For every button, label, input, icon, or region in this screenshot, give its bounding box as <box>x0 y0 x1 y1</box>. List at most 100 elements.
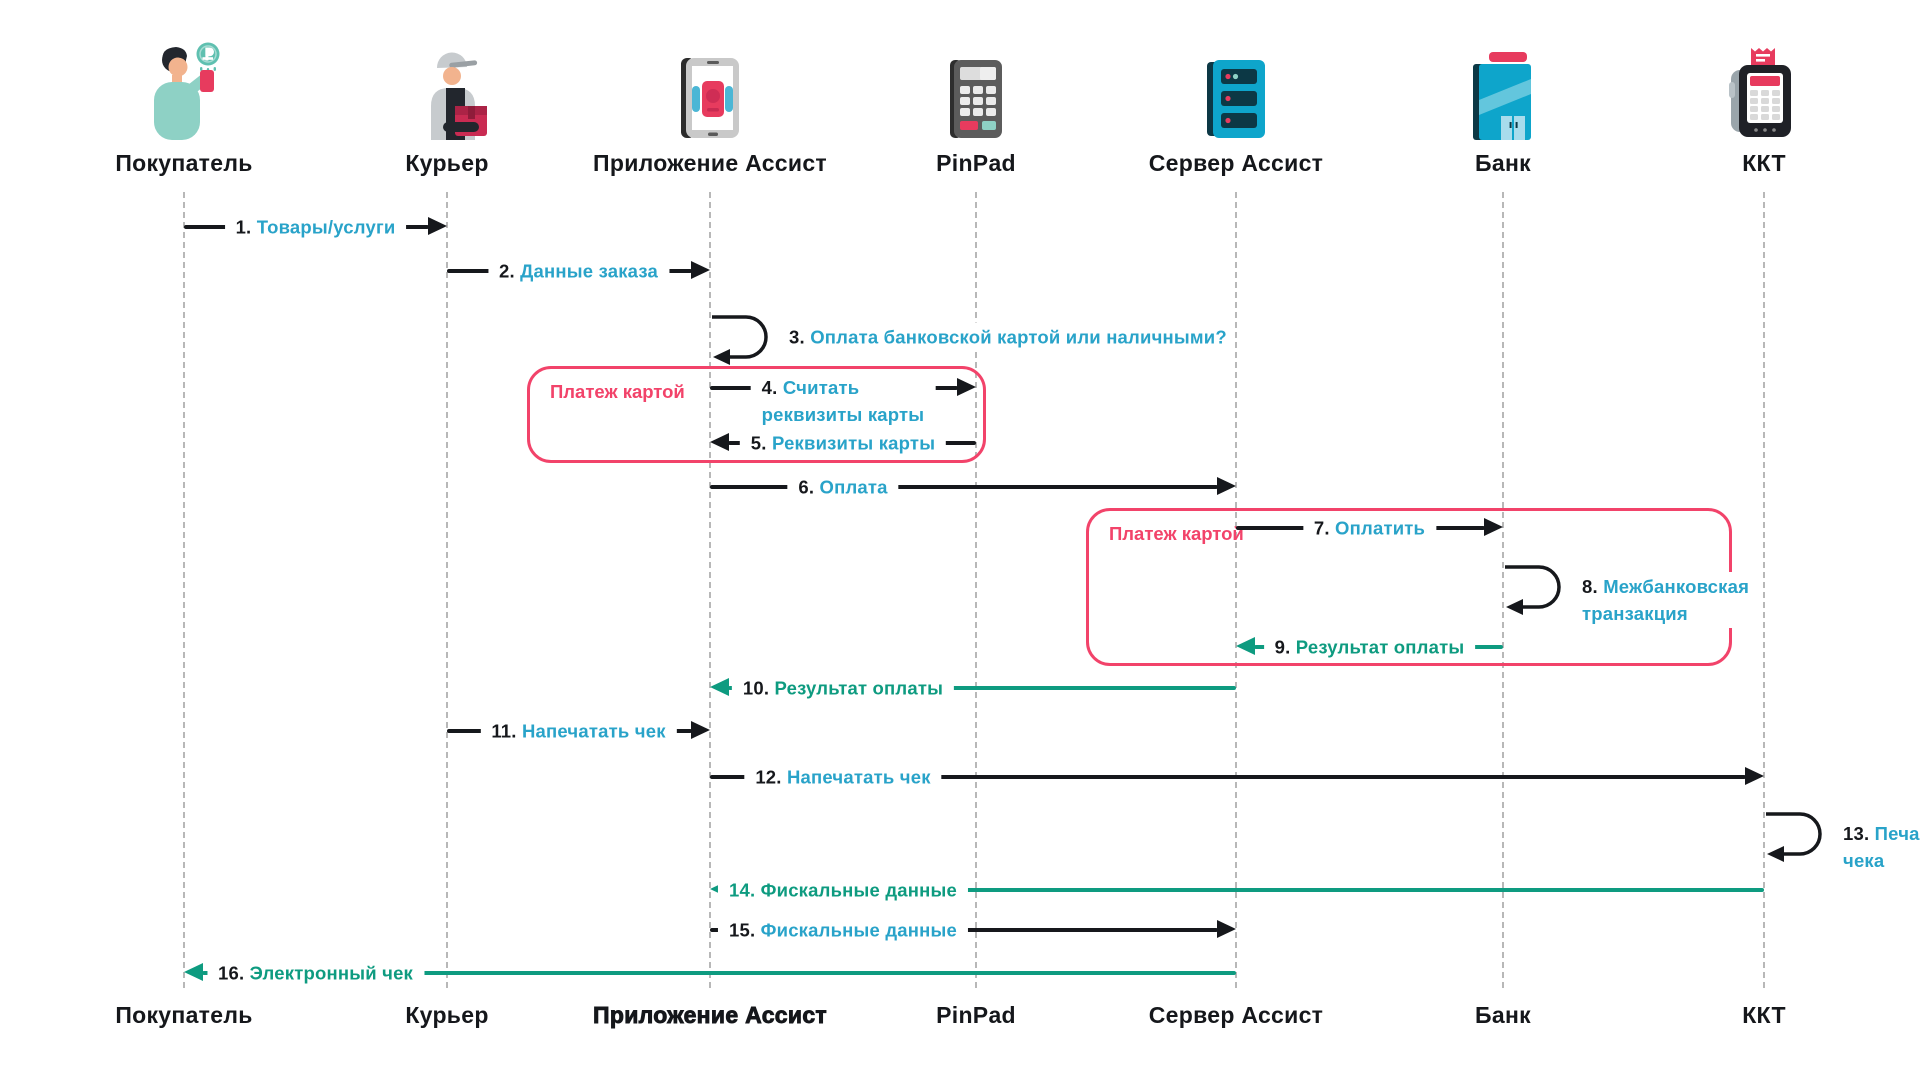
message-line-6 <box>710 485 1218 489</box>
actor-label-bottom-pinpad: PinPad <box>936 1002 1016 1028</box>
lifeline-customer <box>183 192 185 988</box>
pinpad-icon <box>948 58 1004 145</box>
actor-label-bottom-app: Приложение Ассист <box>593 1002 828 1029</box>
message-number: 15. <box>728 919 756 941</box>
arrowhead-5 <box>710 433 729 451</box>
arrowhead-15 <box>1217 920 1236 938</box>
arrowhead-7 <box>1484 518 1503 536</box>
message-line-16 <box>202 971 1236 975</box>
message-number: 11. <box>491 720 517 742</box>
message-label-1: 1. Товары/услуги <box>224 212 407 242</box>
message-label-9: 9. Результат оплаты <box>1263 632 1476 662</box>
actor-label-bottom-customer: Покупатель <box>115 1002 253 1028</box>
message-number: 5. <box>750 432 767 454</box>
actor-label-top-server: Сервер Ассист <box>1148 150 1324 176</box>
message-line-14 <box>728 888 1764 892</box>
arrowhead-12 <box>1745 767 1764 785</box>
actor-label-top-courier: Курьер <box>405 150 489 176</box>
message-number: 8. <box>1582 576 1598 597</box>
message-text: Считать <box>782 377 860 398</box>
message-number: 9. <box>1274 636 1291 658</box>
message-text: транзакция <box>1582 603 1688 624</box>
lifeline-bank <box>1502 192 1504 988</box>
message-text: Данные заказа <box>520 260 659 282</box>
message-text: чека <box>1843 850 1885 871</box>
actor-label-top-pinpad: PinPad <box>936 150 1016 176</box>
arrowhead-9 <box>1236 637 1255 655</box>
message-text: Оплатить <box>1335 517 1426 539</box>
bank-icon <box>1471 52 1535 145</box>
message-number: 10. <box>742 677 770 699</box>
arrowhead-1 <box>428 217 447 235</box>
lifeline-pinpad <box>975 192 977 988</box>
lifeline-courier <box>446 192 448 988</box>
message-number: 13. <box>1843 823 1870 844</box>
courier-icon <box>399 48 495 145</box>
actor-label-bottom-bank: Банк <box>1475 1002 1531 1028</box>
message-label-3: 3. Оплата банковской картой или наличным… <box>784 322 1232 352</box>
message-number: 16. <box>217 962 245 984</box>
message-text: Результат оплаты <box>1295 636 1465 658</box>
message-number: 1. <box>235 216 252 238</box>
message-label-13: 13. Печать чека <box>1838 819 1920 875</box>
message-label-12: 12. Напечатать чек <box>744 762 942 792</box>
message-label-11: 11. Напечатать чек <box>480 716 677 746</box>
message-text: Реквизиты карты <box>771 432 936 454</box>
message-text: Электронный чек <box>249 962 414 984</box>
actor-label-bottom-kkt: ККТ <box>1742 1002 1786 1028</box>
message-label-16: 16. Электронный чек <box>206 958 425 988</box>
lifeline-kkt <box>1763 192 1765 988</box>
actor-label-bottom-courier: Курьер <box>405 1002 489 1028</box>
message-label-15: 15. Фискальные данные <box>717 915 969 945</box>
message-text: Фискальные данные <box>760 919 958 941</box>
self-message-8 <box>1505 565 1571 622</box>
self-message-13 <box>1766 812 1832 869</box>
actor-label-top-bank: Банк <box>1475 150 1531 176</box>
message-text: Результат оплаты <box>774 677 944 699</box>
frame-label: Платеж картой <box>550 381 685 402</box>
message-label-10: 10. Результат оплаты <box>731 673 955 703</box>
message-label-7: 7. Оплатить <box>1302 513 1437 543</box>
message-number: 7. <box>1313 517 1330 539</box>
lifeline-server <box>1235 192 1237 988</box>
actor-label-top-customer: Покупатель <box>115 150 253 176</box>
message-text: Межбанковская <box>1603 576 1750 597</box>
lifeline-app <box>709 192 711 988</box>
message-label-8: 8. Межбанковская транзакция <box>1577 572 1755 628</box>
message-line-12 <box>710 775 1746 779</box>
frame-card-payment-1: Платеж картой <box>527 366 986 463</box>
message-number: 4. <box>761 377 778 398</box>
message-text: Печать <box>1874 823 1920 844</box>
message-text: Оплата банковской картой или наличными? <box>810 326 1227 348</box>
actor-label-top-kkt: ККТ <box>1742 150 1786 176</box>
message-text: Напечатать чек <box>521 720 666 742</box>
message-label-2: 2. Данные заказа <box>487 256 670 286</box>
message-line-10 <box>728 686 1236 690</box>
message-number: 6. <box>798 476 815 498</box>
app-icon <box>677 56 743 145</box>
message-label-4: 4. Считать реквизиты карты <box>750 373 936 429</box>
server-icon <box>1205 58 1267 145</box>
message-number: 3. <box>789 326 805 348</box>
message-text: Напечатать чек <box>786 766 931 788</box>
message-text: Оплата <box>819 476 888 498</box>
arrowhead-16 <box>184 963 203 981</box>
frame-label: Платеж картой <box>1109 523 1244 544</box>
arrowhead-4 <box>957 378 976 396</box>
message-text: Товары/услуги <box>256 216 396 238</box>
message-label-14: 14. Фискальные данные <box>717 875 969 905</box>
customer-icon <box>134 42 234 145</box>
message-text: реквизиты карты <box>761 404 925 425</box>
self-message-3 <box>712 315 778 372</box>
message-label-5: 5. Реквизиты карты <box>739 428 947 458</box>
actor-label-top-app: Приложение Ассист <box>593 150 827 176</box>
arrowhead-2 <box>691 261 710 279</box>
message-label-6: 6. Оплата <box>787 472 899 502</box>
message-text: Фискальные данные <box>760 879 958 901</box>
kkt-icon <box>1729 46 1799 145</box>
arrowhead-6 <box>1217 477 1236 495</box>
message-number: 2. <box>498 260 515 282</box>
arrowhead-10 <box>710 678 729 696</box>
arrowhead-11 <box>691 721 710 739</box>
